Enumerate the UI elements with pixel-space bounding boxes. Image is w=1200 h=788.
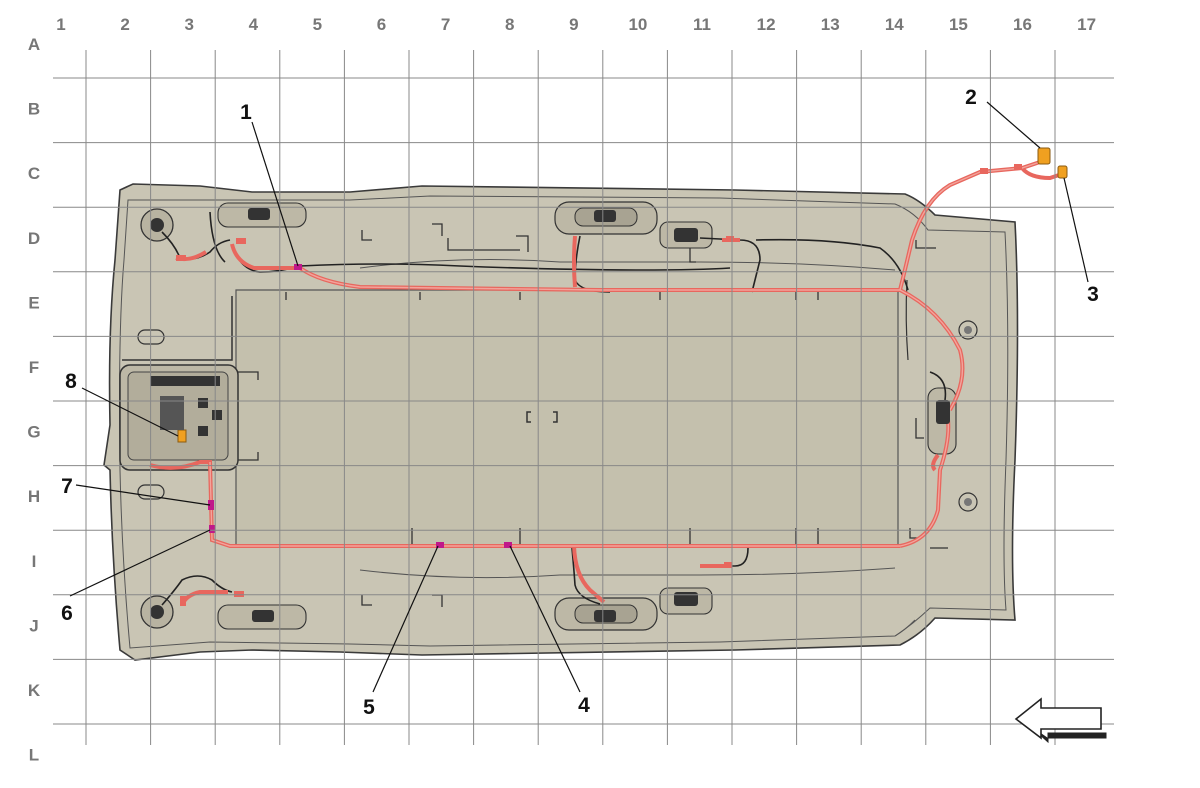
callout-4: 4 <box>578 694 590 717</box>
column-header: 16 <box>1013 15 1032 34</box>
callout-2: 2 <box>965 86 977 109</box>
row-header: B <box>28 100 40 119</box>
connector-2 <box>1037 147 1051 165</box>
column-header: 10 <box>628 15 647 34</box>
column-header: 9 <box>569 15 578 34</box>
row-header: H <box>28 487 40 506</box>
column-header: 8 <box>505 15 514 34</box>
callout-leaders <box>69 101 1089 693</box>
column-header: 7 <box>441 15 450 34</box>
callout-8: 8 <box>65 370 77 393</box>
callout-6: 6 <box>61 602 73 625</box>
row-header: G <box>27 423 40 442</box>
callout-labels: 1 2 3 4 5 6 7 8 <box>61 86 1099 719</box>
direction-arrow-icon <box>1014 697 1107 744</box>
column-header: 14 <box>885 15 904 34</box>
column-header: 13 <box>821 15 840 34</box>
connector-5 <box>436 542 444 548</box>
connector-7 <box>208 500 214 510</box>
column-header: 6 <box>377 15 386 34</box>
callout-3: 3 <box>1087 283 1099 306</box>
callout-1: 1 <box>240 101 252 124</box>
column-header: 12 <box>757 15 776 34</box>
row-header: I <box>32 552 37 571</box>
column-header: 5 <box>313 15 322 34</box>
column-header: 2 <box>120 15 129 34</box>
reference-grid <box>53 50 1114 745</box>
column-header: 1 <box>56 15 65 34</box>
row-header: F <box>29 358 39 377</box>
column-header: 11 <box>693 15 711 34</box>
row-header: J <box>29 616 38 635</box>
row-header: C <box>28 164 40 183</box>
callout-5: 5 <box>363 696 375 719</box>
connector-3 <box>1057 165 1068 179</box>
column-header: 17 <box>1077 15 1096 34</box>
connectors <box>150 147 1068 622</box>
connector-8 <box>177 429 187 443</box>
column-header: 3 <box>184 15 193 34</box>
connector-6 <box>209 525 215 533</box>
row-header: E <box>28 293 39 312</box>
row-header: L <box>29 746 39 765</box>
headliner-panel <box>103 183 1019 661</box>
column-header: 4 <box>249 15 259 34</box>
row-header: D <box>28 229 40 248</box>
connector-4 <box>504 542 512 548</box>
callout-7: 7 <box>61 475 73 498</box>
row-header: A <box>28 35 40 54</box>
row-headers: A B C D E F G H I J K L <box>27 35 40 765</box>
column-header: 15 <box>949 15 968 34</box>
row-header: K <box>28 681 41 700</box>
